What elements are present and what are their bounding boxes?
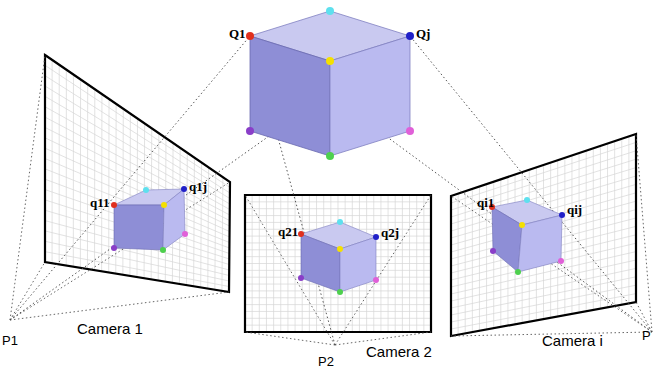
vertex-dot <box>111 245 117 251</box>
grid-line <box>245 297 431 298</box>
grid-line <box>451 168 636 224</box>
camera-label: Camera 1 <box>77 321 143 336</box>
grid-line <box>245 304 431 305</box>
vertex-dot <box>161 202 167 208</box>
point-label: Qj <box>416 27 430 40</box>
frustum-line <box>451 196 652 332</box>
grid-line <box>45 117 230 215</box>
grid-line <box>45 96 230 204</box>
cube-left-face <box>114 205 164 250</box>
grid-line <box>45 252 229 287</box>
vertex-dot <box>373 234 379 240</box>
projection-ray <box>10 36 410 320</box>
camera-label: Camera 2 <box>366 344 432 359</box>
vertex-dot <box>559 212 565 218</box>
point-label: q21 <box>278 225 298 238</box>
grid-line <box>451 260 636 301</box>
vertex-dot <box>181 186 187 192</box>
grid-line <box>245 311 431 312</box>
vertex-dot <box>160 247 166 253</box>
frustum-line <box>10 182 230 320</box>
frustum-line <box>636 302 652 332</box>
plane-border <box>451 134 636 336</box>
projection-ray <box>250 36 652 332</box>
image-plane <box>45 55 230 292</box>
frustum-line <box>10 55 45 320</box>
frustum-line <box>10 262 45 320</box>
vertex-dot <box>337 289 343 295</box>
vertex-dot <box>143 187 149 193</box>
grid-line <box>245 215 431 216</box>
cube-left-face <box>492 207 522 272</box>
grid-line <box>451 151 636 210</box>
plane-border <box>245 195 431 332</box>
vertex-dot <box>326 152 334 160</box>
frustum-line <box>636 134 652 332</box>
grid-line <box>451 142 636 203</box>
point-label: q1j <box>189 180 207 193</box>
projection-ray <box>10 36 250 320</box>
vertex-dot <box>406 32 414 40</box>
point-label: qi1 <box>477 196 494 209</box>
vertex-dot <box>246 127 254 135</box>
vertex-dot <box>406 127 414 135</box>
grid-line <box>245 201 431 202</box>
point-label: q2j <box>381 226 399 239</box>
grid-line <box>245 208 431 209</box>
cube-right-face <box>330 36 410 156</box>
vertex-dot <box>111 202 117 208</box>
cubes <box>111 7 565 295</box>
cube-right-face <box>518 215 562 272</box>
point-label: P1 <box>2 334 18 347</box>
vertex-dot <box>373 277 379 283</box>
vertex-dot <box>298 231 304 237</box>
grid-line <box>245 318 431 319</box>
vertex-dot <box>490 248 496 254</box>
vertex-dot <box>182 231 188 237</box>
plane-border <box>45 55 230 292</box>
image-plane <box>245 195 431 332</box>
vertex-dot <box>246 32 254 40</box>
cube-right-face <box>340 237 376 292</box>
projection-ray <box>250 36 335 345</box>
camera-label: Camera i <box>542 333 603 348</box>
image-plane <box>451 134 636 336</box>
vertex-dot <box>515 269 521 275</box>
vertex-dot <box>337 246 343 252</box>
projection-rays <box>10 36 652 345</box>
point-label: Q1 <box>229 27 246 40</box>
grid-line <box>245 325 431 326</box>
point-label: q11 <box>90 196 110 209</box>
point-label: qij <box>567 203 582 216</box>
vertex-dot <box>326 57 334 65</box>
vertex-dot <box>524 197 530 203</box>
vertex-dot <box>519 222 525 228</box>
cube-left-face <box>301 234 340 292</box>
cube-right-face <box>163 189 185 250</box>
grid-line <box>451 277 636 315</box>
grid-line <box>45 200 229 259</box>
point-label: P2 <box>318 355 334 368</box>
frustum-line <box>245 332 335 345</box>
grid-line <box>451 294 636 329</box>
cube-left-face <box>250 36 330 156</box>
projection-ray <box>410 36 652 332</box>
vertex-dot <box>558 258 564 264</box>
point-label: P <box>642 329 651 342</box>
vertex-dot <box>326 7 334 15</box>
grid-line <box>45 107 230 210</box>
vertex-dot <box>298 275 304 281</box>
grid-line <box>45 190 229 254</box>
vertex-dot <box>337 219 343 225</box>
frustum-line <box>335 195 431 345</box>
grid-line <box>451 285 636 322</box>
